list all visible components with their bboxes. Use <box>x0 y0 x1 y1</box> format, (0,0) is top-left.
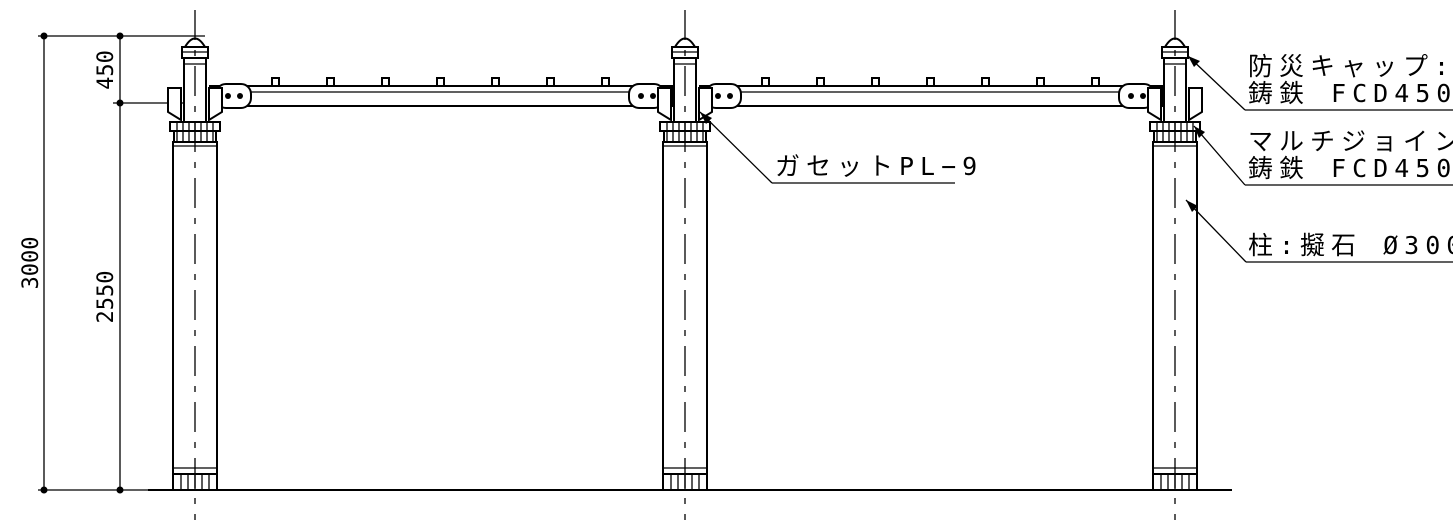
leader-cap <box>1187 55 1453 111</box>
dimension-column-text: 2550 <box>94 271 119 324</box>
callout-cap-line1: 防災キャップ: <box>1248 52 1453 81</box>
callout-gusset: ガセットPL−9 <box>775 152 983 181</box>
dimension-total-text: 3000 <box>19 237 44 290</box>
leader-joint <box>1193 125 1453 186</box>
callout-joint-line1: マルチジョイント: <box>1248 127 1453 156</box>
beam-nib <box>546 77 555 87</box>
dimension-cap-text: 450 <box>94 50 119 90</box>
beam-nib <box>491 77 500 87</box>
beam-nib <box>761 77 770 87</box>
callout-joint-line2: 鋳鉄 FCD450 <box>1248 154 1453 183</box>
beam-nib <box>381 77 390 87</box>
beam-nib <box>326 77 335 87</box>
beam-nib <box>981 77 990 87</box>
callout-column: 柱:擬石 Ø300 <box>1248 231 1453 260</box>
beam-right <box>699 83 1164 109</box>
dimension-total: 3000 <box>19 32 205 494</box>
leader-column <box>1185 199 1453 263</box>
column-1 <box>167 10 223 520</box>
beam-nib <box>871 77 880 87</box>
leader-gusset <box>699 111 955 184</box>
beam-left <box>209 83 674 109</box>
beam-top-nibs <box>271 77 1100 87</box>
beam-nib <box>1036 77 1045 87</box>
callout-cap-line2: 鋳鉄 FCD450 <box>1248 79 1453 108</box>
column-3 <box>1147 10 1203 520</box>
dimension-column: 2550 <box>94 103 124 494</box>
columns <box>167 10 1203 520</box>
beam-nib <box>926 77 935 87</box>
beam-nib <box>601 77 610 87</box>
beam-nib <box>436 77 445 87</box>
beam-nib <box>1091 77 1100 87</box>
beam-nib <box>271 77 280 87</box>
beam-nib <box>816 77 825 87</box>
column-2 <box>657 10 713 520</box>
